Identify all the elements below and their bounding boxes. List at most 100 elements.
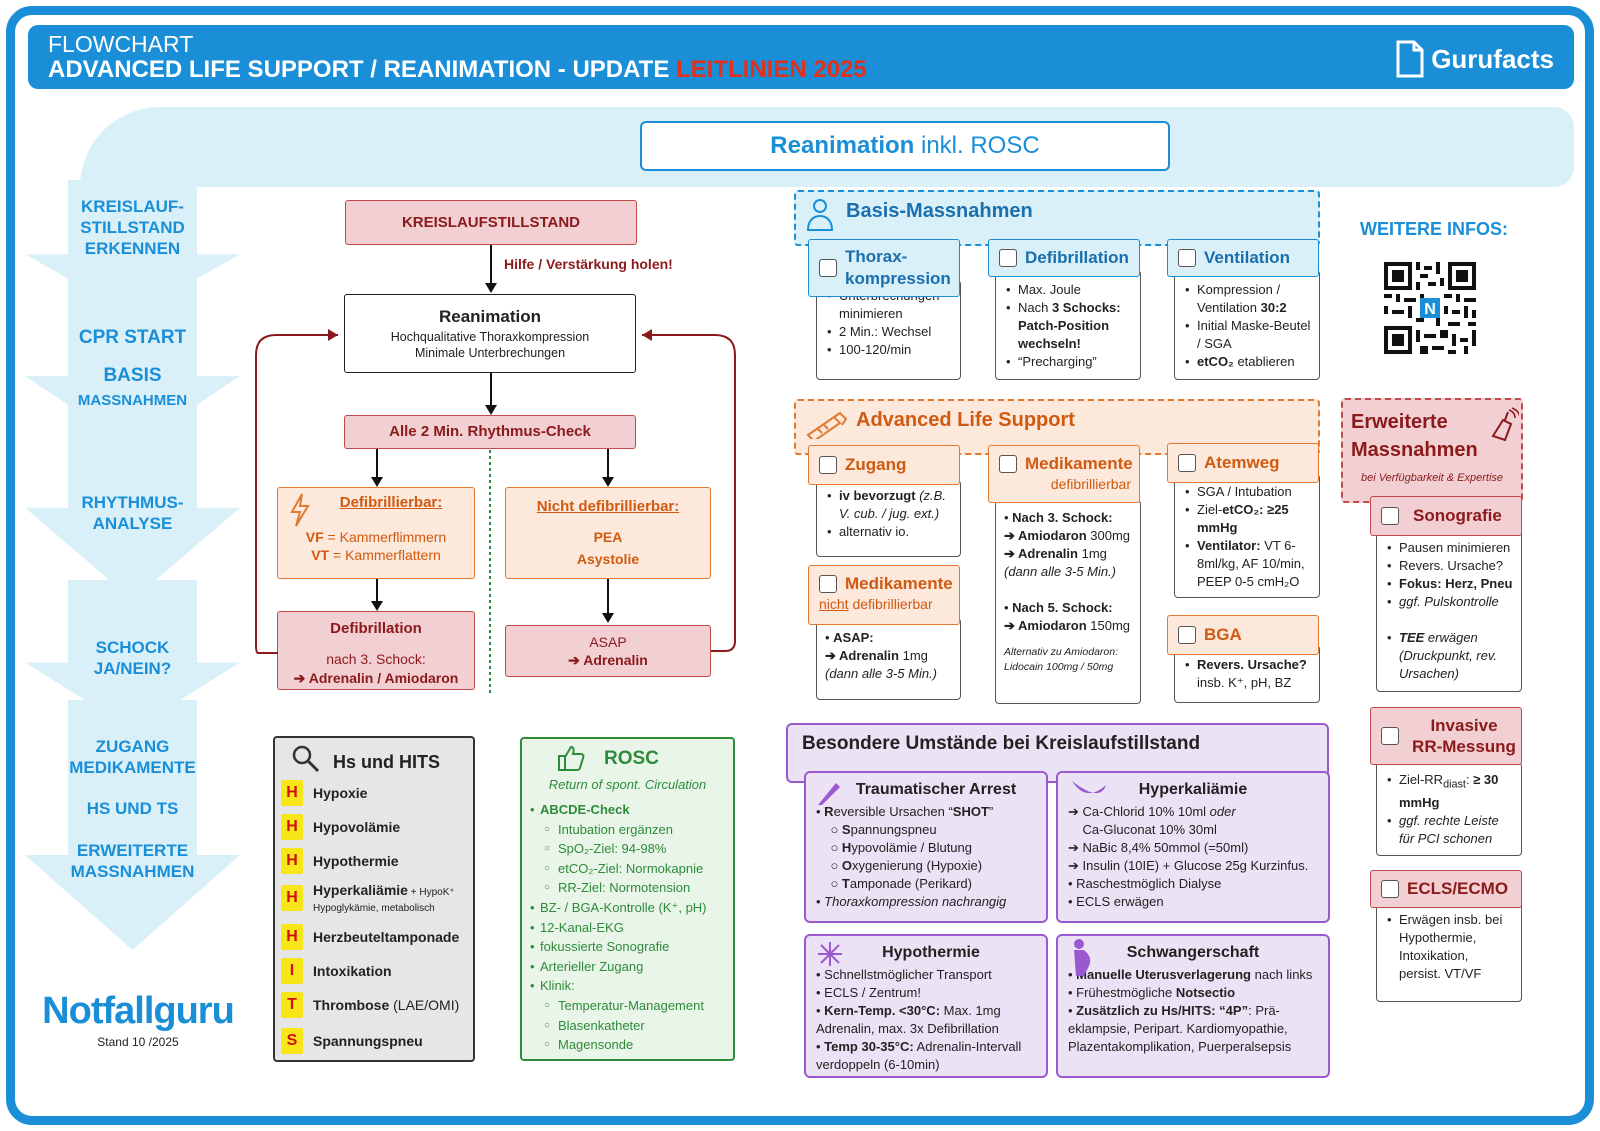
list-item: • Nach 3. Schock: — [1004, 510, 1113, 525]
basis-header: Basis-Massnahmen — [794, 190, 1320, 246]
list-item: ➔ NaBic 8,4% 50mmol (=50ml) — [1068, 840, 1249, 855]
step-label: ERWEITERTE MASSNAHMEN — [70, 841, 195, 881]
document-icon — [1396, 40, 1424, 78]
list-item: Ziel-etCO₂: ≥25 mmHg — [1183, 501, 1311, 537]
step-label: RHYTHMUS- ANALYSE — [81, 493, 184, 533]
list-item: Ca-Gluconat 10% 30ml — [1068, 822, 1217, 837]
medi-ndefi-checkbox[interactable]: Medikamente nicht defibrillierbar — [808, 565, 960, 625]
list-item: • Zusätzlich zu Hs/HITS: “4P”: Prä-eklam… — [1068, 1003, 1292, 1054]
list-item: • ECLS erwägen — [1068, 894, 1164, 909]
list-item: Revers. Ursache? insb. K⁺, pH, BZ — [1183, 656, 1311, 692]
loop-arrows — [255, 329, 736, 695]
list-item: •ABCDE-Check — [530, 802, 630, 817]
cpr-icon — [806, 199, 834, 231]
medi-ndefi-panel: • ASAP: ➔ Adrenalin 1mg (dann alle 3-5 Min… — [816, 618, 961, 700]
step-label: SCHOCK JA/NEIN? — [93, 638, 172, 678]
qr-code-icon: N — [1384, 262, 1476, 354]
list-item: ➔ Adrenalin 1mg — [1004, 546, 1107, 561]
list-item: Fokus: Herz, Pneu — [1385, 575, 1513, 593]
zugang-checkbox[interactable]: Zugang — [808, 445, 960, 485]
list-item: •BZ- / BGA-Kontrolle (K⁺, pH) — [530, 899, 707, 915]
ventilation-panel: Kompression / Ventilation 30:2Initial Ma… — [1174, 270, 1320, 380]
step-label: BASIS — [103, 365, 162, 386]
list-item: Ziel-RRdiast: ≥ 30 mmHg — [1385, 771, 1513, 812]
list-item: ○ Spannungspneu — [816, 822, 937, 837]
reanimation-box: Reanimation Hochqualitative Thoraxkompre… — [344, 294, 636, 373]
step-label: ZUGANG MEDIKAMENTE — [69, 737, 196, 777]
list-item: • Temp 30-35°C: Adrenalin-Intervall verd… — [816, 1039, 1022, 1072]
list-item: Initial Maske-Beutel / SGA — [1183, 317, 1311, 353]
list-item: • Reversible Ursachen “SHOT” — [816, 804, 994, 819]
invasive-rr-checkbox[interactable]: Invasive RR-Messung — [1370, 707, 1522, 765]
defi-panel: Max. JouleNach 3 Schocks: Patch-Position… — [995, 270, 1141, 380]
step-label: HS UND TS — [86, 799, 179, 818]
list-item: 2 Min.: Wechsel — [825, 323, 952, 341]
header-line1: FLOWCHART — [48, 31, 194, 57]
list-item: • Nach 5. Schock: — [1004, 600, 1113, 615]
list-item: ➔ Adrenalin 1mg — [825, 648, 928, 663]
zugang-panel: iv bevorzugt (z.B. V. cub. / jug. ext.)a… — [816, 480, 961, 557]
list-item: ➔ Amiodaron 150mg — [1004, 618, 1131, 633]
snowflake-icon — [818, 942, 842, 966]
invasiv-panel: Ziel-RRdiast: ≥ 30 mmHgggf. rechte Leist… — [1376, 762, 1522, 856]
defibrillation-box: Defibrillation nach 3. Schock: ➔ Adrenal… — [277, 611, 475, 690]
pregnancy-icon — [1074, 939, 1091, 976]
list-item: “Precharging” — [1004, 353, 1132, 371]
list-item: alternativ io. — [825, 523, 952, 541]
list-item: iv bevorzugt (z.B. V. cub. / jug. ext.) — [825, 487, 952, 523]
list-item: • Manuelle Uterusverlagerung nach links — [1068, 967, 1313, 982]
list-item: ggf. Pulskontrolle — [1385, 593, 1513, 611]
medi-defi-checkbox[interactable]: Medikamente defibrillierbar — [988, 445, 1140, 503]
sono-panel: Pausen minimierenRevers. Ursache?Fokus: … — [1376, 528, 1522, 692]
rosc-panel: ROSC Return of spont. Circulation •ABCDE… — [520, 737, 735, 1061]
schwanger-panel: Schwangerschaft • Manuelle Uterusverlage… — [1056, 934, 1330, 1078]
page-frame — [6, 6, 1594, 1125]
list-item: •12-Kanal-EKG — [530, 919, 624, 935]
list-item: • ECLS / Zentrum! — [816, 985, 921, 1000]
list-item: (dann alle 3-5 Min.) — [825, 666, 937, 681]
ecls-panel: Erwägen insb. bei Hypothermie, Intoxikat… — [1376, 900, 1522, 1002]
list-item: (dann alle 3-5 Min.) — [1004, 564, 1116, 579]
list-item: Max. Joule — [1004, 281, 1132, 299]
ultrasound-probe-icon — [1491, 407, 1519, 442]
list-item: ○etCO₂-Ziel: Normokapnie — [544, 860, 704, 876]
qr-code[interactable]: N — [1384, 262, 1476, 354]
list-item: ○Temperatur-Management — [544, 997, 704, 1013]
gurufacts-logo: Gurufacts — [1395, 40, 1554, 78]
list-item: ○Intubation ergänzen — [544, 821, 673, 837]
thumbs-up-icon — [558, 745, 585, 771]
list-item: ○Magensonde — [544, 1037, 634, 1053]
syringe-icon — [806, 411, 848, 439]
scalpel-icon — [818, 783, 840, 805]
list-item: •Klinik: — [530, 978, 575, 994]
ventilation-checkbox[interactable]: Ventilation — [1167, 239, 1319, 277]
magnifier-icon — [292, 745, 320, 773]
lightning-icon — [290, 493, 310, 527]
notfallguru-logo: Notfallguru Stand 10 /2025 — [42, 990, 235, 1049]
atemweg-checkbox[interactable]: Atemweg — [1167, 443, 1319, 483]
defibrillation-checkbox[interactable]: Defibrillation — [988, 239, 1140, 277]
hypothermie-panel: Hypothermie • Schnellstmöglicher Transpo… — [804, 934, 1048, 1078]
list-item: Pausen minimieren — [1385, 539, 1513, 557]
list-item: ➔ Insulin (10IE) + Glucose 25g Kurzinfus… — [1068, 858, 1309, 873]
list-item: • Thoraxkompression nachrangig — [816, 894, 1007, 909]
list-item: • Frühestmögliche Notsectio — [1068, 985, 1236, 1000]
bga-checkbox[interactable]: BGA — [1167, 615, 1319, 655]
list-item: • ASAP: — [825, 630, 874, 645]
list-item: Kompression / Ventilation 30:2 — [1183, 281, 1311, 317]
list-item: Erwägen insb. bei Hypothermie, Intoxikat… — [1385, 911, 1513, 983]
step-label: MASSNAHMEN — [77, 392, 188, 409]
medi-defi-panel: • Nach 3. Schock:➔ Amiodaron 300mg➔ Adre… — [995, 500, 1141, 704]
list-item: Ventilator: VT 6-8ml/kg, AF 10/min, PEEP… — [1183, 537, 1311, 591]
list-item: 100-120/min — [825, 341, 952, 359]
ecls-checkbox[interactable]: ECLS/ECMO — [1370, 870, 1522, 908]
list-item: ➔ Ca-Chlorid 10% 10ml oder — [1068, 804, 1236, 819]
thorax-checkbox[interactable]: Thorax- kompression — [808, 239, 960, 297]
list-item: • Raschestmöglich Dialyse — [1068, 876, 1222, 891]
list-item: TEE erwägen (Druckpunkt, rev. Ursachen) — [1385, 629, 1513, 683]
list-item: •Arterieller Zugang — [530, 958, 644, 974]
sonografie-checkbox[interactable]: Sonografie — [1370, 496, 1522, 536]
list-item — [1004, 581, 1132, 599]
trauma-panel: Traumatischer Arrest • Reversible Ursach… — [804, 771, 1048, 923]
